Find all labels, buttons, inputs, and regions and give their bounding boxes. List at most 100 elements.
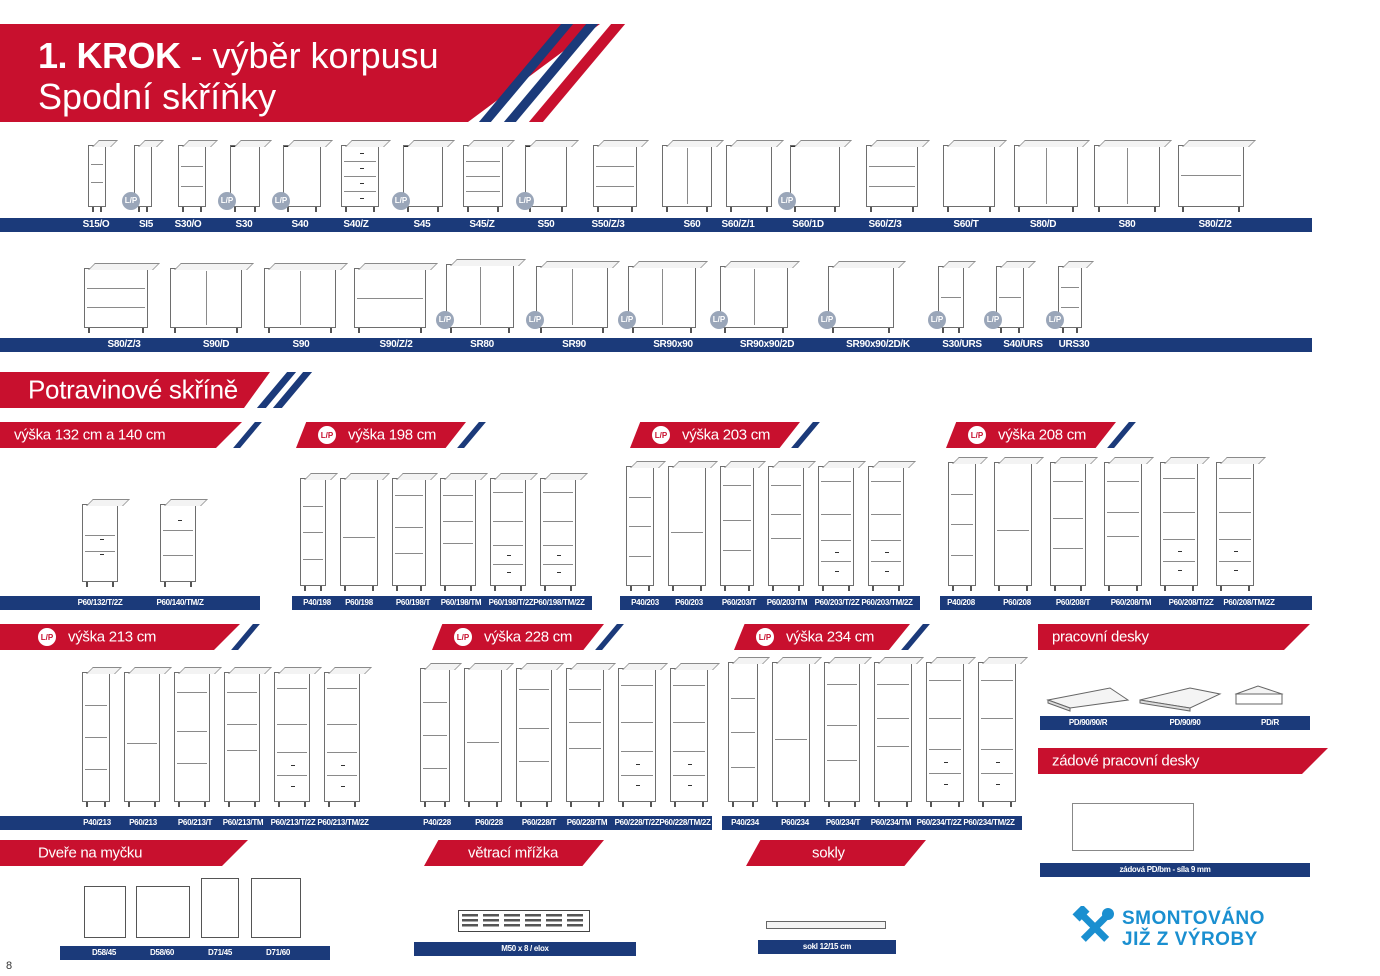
- shelf-line: [395, 526, 423, 528]
- backsplash-label: zádová PD/bm - síla 9 mm: [1119, 865, 1211, 874]
- backsplash-banner: zádové pracovní desky: [1038, 748, 1328, 774]
- cabinet-code-label: P60/203/T/2Z: [814, 598, 860, 607]
- shelf-line: [1163, 560, 1195, 562]
- cabinet-code-label: P60/228/T: [521, 818, 557, 827]
- cabinet-drawing: [341, 145, 379, 212]
- shelf-line: [596, 165, 634, 167]
- shelf-line: [827, 683, 857, 685]
- handle: [291, 765, 296, 767]
- cabinet-leg: [304, 802, 306, 807]
- handle: [557, 555, 562, 557]
- shelf-line: [1107, 536, 1139, 538]
- cabinet-drawing: [818, 466, 854, 591]
- shelf-line: [493, 521, 523, 523]
- cabinet-leg: [748, 586, 750, 591]
- shelf-line: [543, 563, 573, 565]
- cabinet-drawing: [868, 466, 904, 591]
- cabinet-leg: [804, 802, 806, 807]
- shelf-line: [673, 721, 705, 723]
- cabinet-drawing: [824, 662, 860, 807]
- cabinet-leg: [672, 586, 674, 591]
- left-right-badge: L/P: [618, 311, 636, 329]
- handle: [944, 762, 949, 764]
- cabinet-leg: [92, 207, 94, 212]
- worktop-drawings: [1046, 685, 1284, 712]
- shelf-line: [877, 718, 909, 720]
- cabinet-leg: [632, 328, 634, 333]
- left-right-badge: L/P: [218, 192, 236, 210]
- shelf-line: [87, 307, 145, 309]
- cabinet-leg: [798, 586, 800, 591]
- cabinet-leg: [508, 328, 510, 333]
- cabinet-leg: [1238, 207, 1240, 212]
- cabinet-drawing: [392, 478, 426, 591]
- cabinet-drawing: [926, 662, 964, 807]
- handle: [507, 555, 512, 557]
- cabinet-leg: [304, 586, 306, 591]
- height-group-title: výška 198 cm: [348, 426, 437, 444]
- shelf-line: [723, 520, 751, 522]
- vent-slot: [504, 919, 520, 922]
- shelf-line: [621, 721, 653, 723]
- cabinet-leg: [630, 586, 632, 591]
- cabinet-drawing: [566, 668, 604, 807]
- cabinet-leg: [496, 802, 498, 807]
- shelf-line: [1163, 538, 1195, 540]
- cabinet-leg: [1220, 586, 1222, 591]
- cabinet-code-label: P60/213/TM/2Z: [317, 818, 369, 827]
- left-right-badge: L/P: [436, 311, 454, 329]
- cabinet-code-label: S40/URS: [1003, 339, 1043, 350]
- cabinet-leg: [570, 802, 572, 807]
- vent-slot: [483, 914, 499, 917]
- cabinet-leg: [1054, 586, 1056, 591]
- shelf-line: [519, 688, 549, 690]
- shelf-line: [303, 505, 323, 507]
- plinth-drawing: [766, 921, 886, 929]
- cabinet-leg: [520, 802, 522, 807]
- cabinet-drawing: [463, 145, 503, 212]
- dishwasher-door-panel: [84, 886, 126, 938]
- handle: [996, 784, 1001, 786]
- vent-slot: [567, 919, 583, 922]
- shelf-line: [1053, 548, 1083, 550]
- cabinet-leg: [958, 328, 960, 333]
- cabinet-code-label: P60/140/TM/Z: [156, 598, 204, 607]
- cabinet-leg: [854, 802, 856, 807]
- handle: [100, 539, 104, 541]
- cabinet-leg: [450, 328, 452, 333]
- cabinet-code-label: P60/208/T/2Z: [1168, 598, 1214, 607]
- cabinet-code-label: D71/45: [208, 948, 232, 957]
- cabinet-code-label: S60/T: [953, 219, 979, 230]
- cabinet-drawing: [224, 672, 260, 807]
- shelf-line: [671, 531, 703, 533]
- shelf-line: [821, 481, 851, 483]
- cabinet-leg: [174, 328, 176, 333]
- shelf-line: [871, 561, 901, 563]
- height-group-title: výška 208 cm: [998, 426, 1087, 444]
- shelf-line: [929, 718, 961, 720]
- cabinet-drawing: [264, 268, 336, 333]
- height-group-title: výška 203 cm: [682, 426, 771, 444]
- shelf-line: [569, 721, 601, 723]
- page-number: 8: [6, 960, 13, 972]
- height-group-banner: výška 203 cm L/P: [630, 422, 800, 448]
- shelf-line: [543, 491, 573, 493]
- left-right-badge: L/P: [652, 426, 670, 444]
- cabinet-leg: [142, 328, 144, 333]
- cabinet-code-label: P60/208/TM/2Z: [1223, 598, 1275, 607]
- cabinet-leg: [706, 207, 708, 212]
- group-label-bar: [940, 596, 1312, 610]
- shelf-line: [177, 692, 207, 694]
- cabinet-drawing: [943, 145, 995, 212]
- cabinet-code-label: S45/Z: [469, 219, 495, 230]
- handle: [284, 146, 288, 147]
- cabinet-drawing: [446, 264, 514, 333]
- plinth-label: sokl 12/15 cm: [802, 942, 852, 951]
- shelf-line: [981, 679, 1013, 681]
- shelf-line: [821, 561, 851, 563]
- group-label-bar: [292, 596, 592, 610]
- cabinet-leg: [570, 586, 572, 591]
